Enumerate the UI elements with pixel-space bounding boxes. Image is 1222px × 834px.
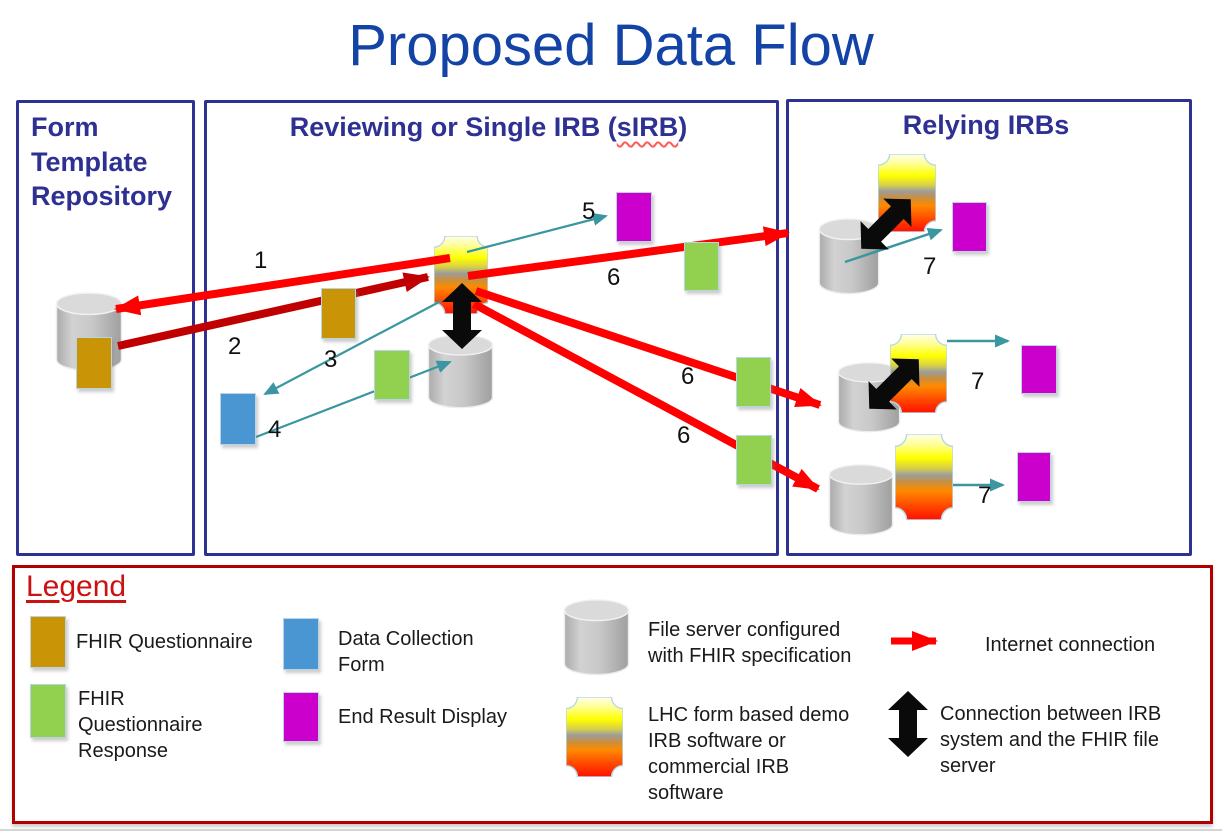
red-arrow-icon [891, 631, 938, 651]
fhir-response-rect-step6-top [684, 242, 719, 291]
legend-label-irb-fhir-connection: Connection between IRB system and the FH… [940, 703, 1162, 777]
lhc-form-icon [566, 697, 623, 777]
legend-label-internet-connection: Internet connection [985, 634, 1156, 656]
form-template-repository-heading: Form Template Repository [31, 112, 173, 212]
step-5-label: 5 [582, 198, 596, 225]
step-2-label: 2 [228, 333, 242, 360]
step-1-label: 1 [254, 247, 268, 274]
legend-heading: Legend [26, 570, 127, 603]
file-server-cylinder-icon [563, 599, 630, 676]
legend-label-lhc-form: LHC form based demo IRB software or comm… [648, 704, 850, 804]
slide-bottom-edge [0, 829, 1222, 831]
legend-label-data-collection-form: Data Collection Form [338, 628, 474, 676]
step-4-label: 4 [268, 416, 282, 443]
reviewing-heading-suffix: ) [678, 112, 688, 142]
page-title: Proposed Data Flow [348, 13, 874, 78]
gold-rect-icon [30, 616, 66, 668]
step-7-label-top: 7 [923, 253, 937, 280]
step-6-label-top: 6 [607, 264, 621, 291]
legend-label-end-result-display: End Result Display [338, 706, 507, 728]
sirb-spellcheck-text: sIRB [616, 112, 679, 142]
relying3-file-server-cylinder [828, 464, 894, 536]
green-rect-icon [30, 684, 66, 738]
relying2-end-result-display-rect [1021, 345, 1057, 394]
legend-label-fhir-response: FHIR Questionnaire Response [78, 688, 203, 762]
end-result-display-rect-step5 [616, 192, 652, 242]
sirb-file-server-cylinder [427, 334, 494, 409]
magenta-rect-icon [283, 692, 319, 742]
blue-rect-icon [283, 618, 319, 670]
relying3-lhc-form-software [895, 434, 953, 520]
fhir-response-rect-step6-middle [736, 357, 771, 407]
sirb-lhc-form-software [434, 236, 488, 314]
step-3-label: 3 [324, 346, 338, 373]
relying1-lhc-form-software [878, 154, 936, 232]
black-double-arrow-icon [888, 691, 928, 757]
legend-label-file-server: File server configured with FHIR specifi… [648, 619, 852, 667]
relying2-lhc-form-software [890, 334, 947, 413]
reviewing-sirb-heading: Reviewing or Single IRB (sIRB) [204, 110, 773, 145]
step-6-label-middle: 6 [681, 363, 695, 390]
data-collection-form-rect [220, 393, 256, 445]
relying1-end-result-display-rect [952, 202, 987, 252]
fhir-questionnaire-rect-sirb [321, 288, 356, 339]
fhir-response-rect-sirb [374, 350, 410, 400]
relying3-end-result-display-rect [1017, 452, 1051, 502]
legend-label-fhir-questionnaire: FHIR Questionnaire [76, 631, 253, 653]
step-7-label-middle: 7 [971, 368, 985, 395]
relying1-file-server-cylinder [818, 218, 880, 295]
reviewing-heading-prefix: Reviewing or Single IRB ( [289, 112, 617, 142]
step-7-label-bottom: 7 [978, 482, 992, 509]
fhir-questionnaire-rect-repository [76, 337, 112, 389]
step-6-label-bottom: 6 [677, 422, 691, 449]
reviewing-sirb-box [204, 100, 779, 556]
relying-irbs-heading: Relying IRBs [902, 110, 1070, 140]
fhir-response-rect-step6-bottom [736, 435, 772, 485]
